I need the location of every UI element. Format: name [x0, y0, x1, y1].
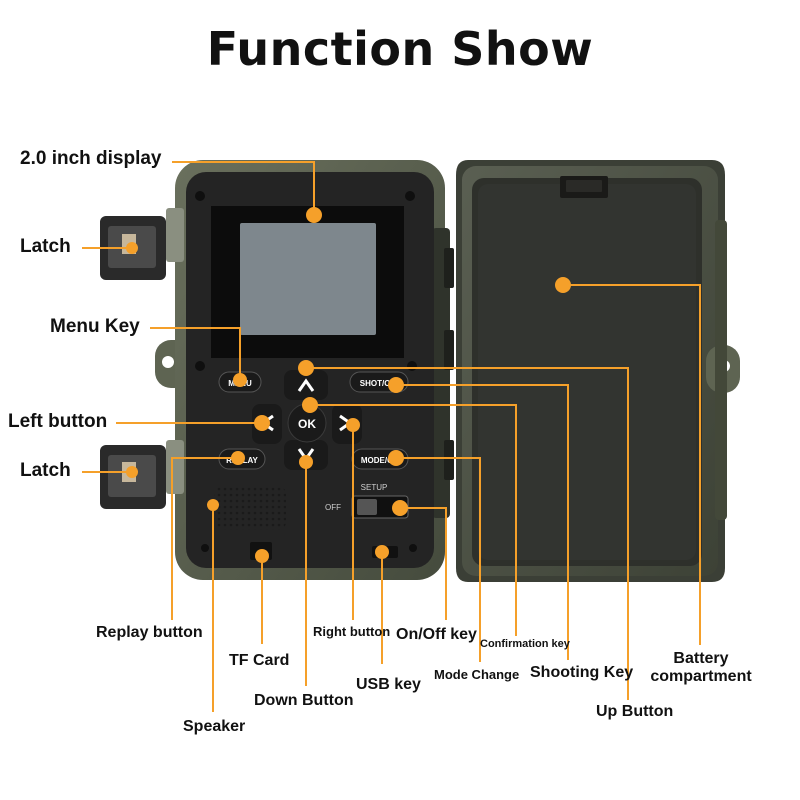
label-battery-line1: Battery	[673, 650, 729, 667]
label-display: 2.0 inch display	[20, 148, 162, 169]
label-speaker: Speaker	[183, 718, 246, 735]
label-menu-key: Menu Key	[50, 316, 140, 337]
label-right-button: Right button	[313, 624, 391, 639]
mode-ok-button-text: MODE/OK	[361, 456, 399, 465]
setup-label: SETUP	[361, 483, 388, 492]
callout-markers	[126, 207, 571, 563]
speaker-grille	[214, 486, 286, 530]
label-mode-change: Mode Change	[434, 667, 520, 682]
label-latch-bottom: Latch	[20, 460, 71, 481]
label-confirmation-key: Confirmation key	[480, 638, 570, 650]
page-title: Function Show	[206, 22, 594, 76]
lcd-screen	[240, 223, 376, 335]
label-shooting-key: Shooting Key	[530, 664, 634, 681]
label-up-button: Up Button	[596, 703, 674, 720]
label-tf-card: TF Card	[229, 652, 290, 669]
label-latch-top: Latch	[20, 236, 71, 257]
label-down-button: Down Button	[254, 692, 354, 709]
label-left-button: Left button	[8, 411, 108, 432]
label-replay-button: Replay button	[96, 624, 203, 641]
ok-key-text: OK	[298, 417, 316, 431]
label-on-off-key: On/Off key	[396, 626, 477, 643]
battery-door	[456, 160, 740, 582]
callout-lines	[82, 161, 701, 712]
up-arrow-icon	[297, 378, 315, 392]
shot-ok-button-text: SHOT/OK	[360, 379, 397, 388]
label-usb-key: USB key	[356, 676, 421, 693]
off-label: OFF	[325, 503, 341, 512]
up-key[interactable]	[284, 370, 328, 400]
label-battery-compartment: Battery compartment	[636, 650, 766, 685]
label-battery-line2: compartment	[650, 667, 752, 685]
